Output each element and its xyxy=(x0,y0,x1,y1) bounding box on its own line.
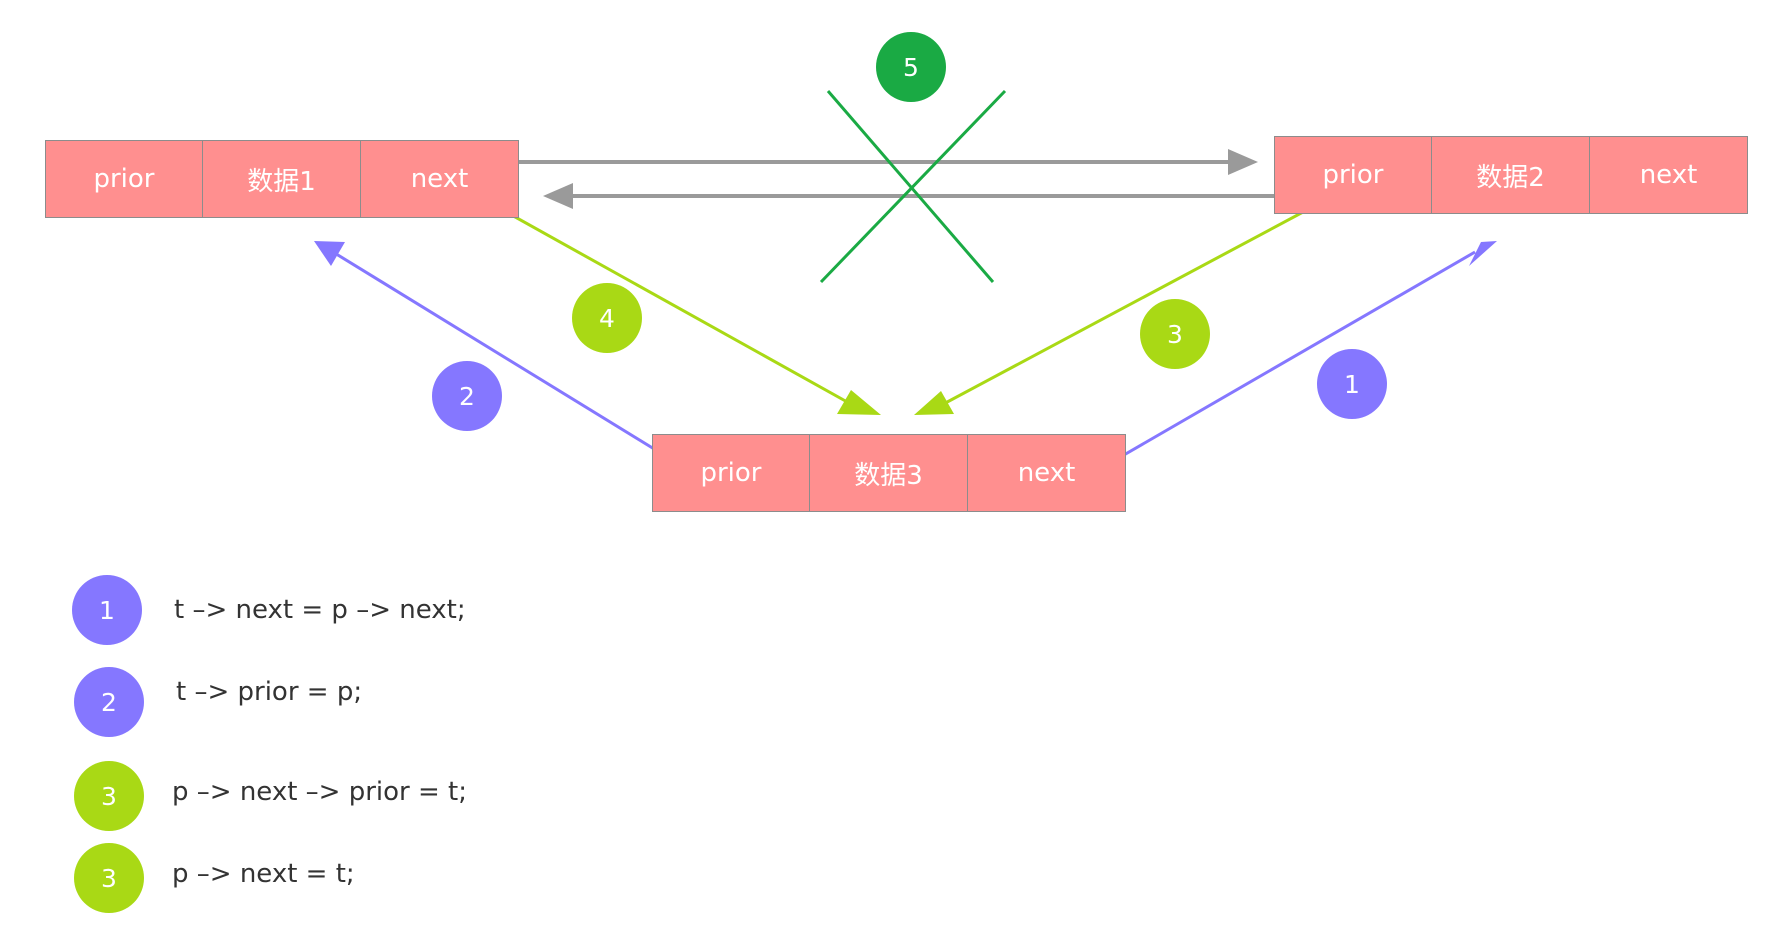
legend-2-badge: 2 xyxy=(74,667,144,737)
step-4-badge: 4 xyxy=(572,283,642,353)
legend-2-code: t –> prior = p; xyxy=(176,677,363,707)
cross-mark-line-2 xyxy=(819,89,1007,284)
step-3-arrow xyxy=(935,201,1321,410)
step-3-badge: 3 xyxy=(1140,299,1210,369)
node-3-next-field: next xyxy=(968,434,1126,512)
legend-4-code: p –> next = t; xyxy=(172,859,355,889)
node-1-data-field: 数据1 xyxy=(203,140,361,218)
legend-1-code: t –> next = p –> next; xyxy=(174,595,466,625)
list-node-1: prior 数据1 next xyxy=(45,140,519,218)
old-prior-link-arrowhead xyxy=(543,183,573,209)
node-2-prior-field: prior xyxy=(1274,136,1432,214)
step-5-badge: 5 xyxy=(876,32,946,102)
step-2-badge: 2 xyxy=(432,361,502,431)
node-1-prior-field: prior xyxy=(45,140,203,218)
step-1-arrow xyxy=(1109,250,1476,465)
list-node-3: prior 数据3 next xyxy=(652,434,1126,512)
step-3-arrowhead xyxy=(914,391,954,415)
cross-mark-line-1 xyxy=(826,90,995,283)
legend-3-code: p –> next –> prior = t; xyxy=(172,777,468,807)
node-1-next-field: next xyxy=(361,140,519,218)
step-1-arrowhead xyxy=(1469,241,1497,266)
list-node-2: prior 数据2 next xyxy=(1274,136,1748,214)
node-2-data-field: 数据2 xyxy=(1432,136,1590,214)
legend-3-badge: 3 xyxy=(74,761,144,831)
node-3-data-field: 数据3 xyxy=(810,434,968,512)
step-2-arrow xyxy=(332,250,678,465)
step-4-arrow xyxy=(489,201,859,410)
step-1-badge: 1 xyxy=(1317,349,1387,419)
old-next-link-arrowhead xyxy=(1228,149,1258,175)
node-2-next-field: next xyxy=(1590,136,1748,214)
step-4-arrowhead xyxy=(837,390,881,415)
legend-1-badge: 1 xyxy=(72,575,142,645)
legend-4-badge: 3 xyxy=(74,843,144,913)
step-2-arrowhead xyxy=(314,241,345,266)
node-3-prior-field: prior xyxy=(652,434,810,512)
